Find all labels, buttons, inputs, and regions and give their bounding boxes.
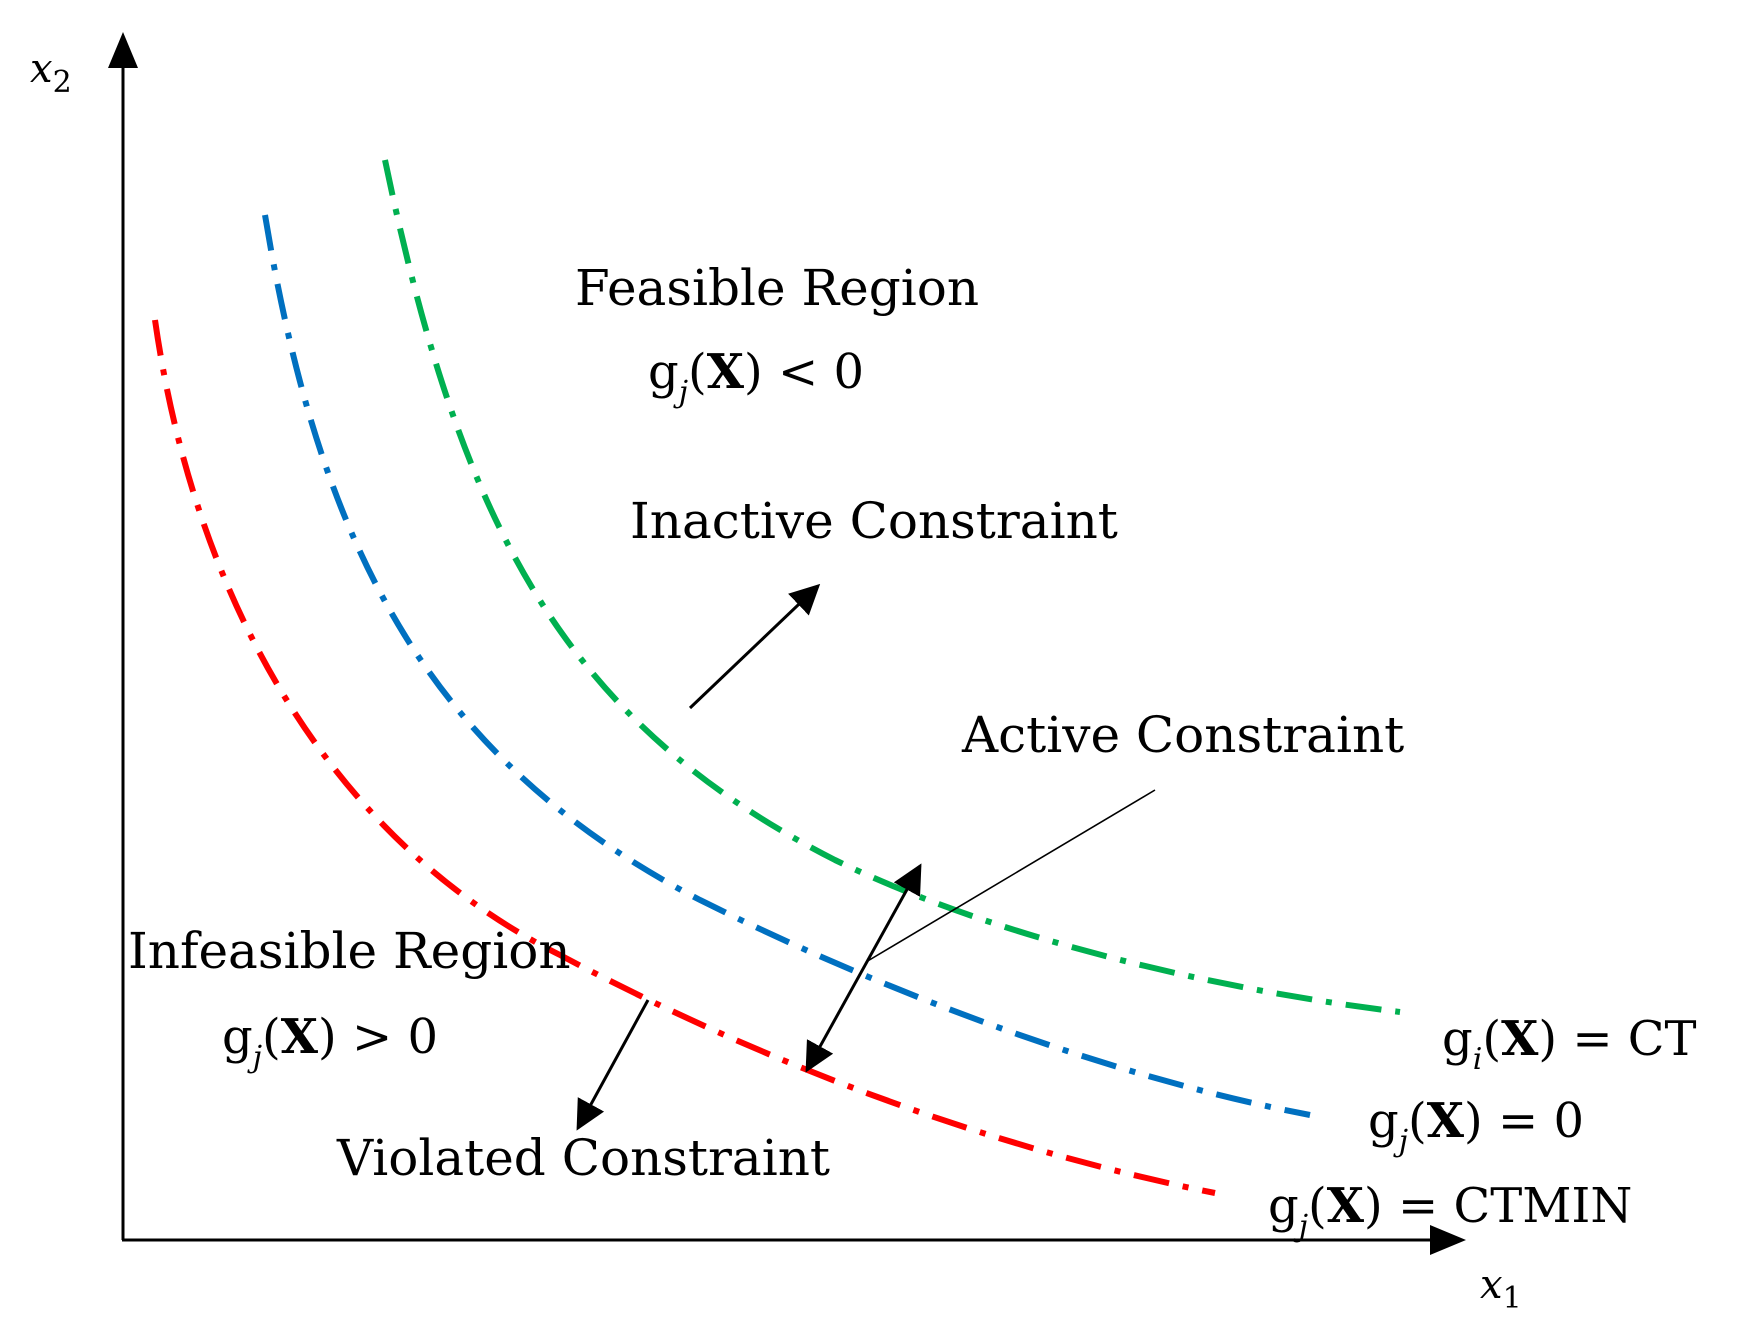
curve-ctmin <box>152 319 1216 1196</box>
active-leader-line <box>865 789 1156 963</box>
curve-label-zero: gj(X) = 0 <box>1368 1093 1584 1159</box>
infeasible-region-condition: gj(X) > 0 <box>222 1009 438 1075</box>
active-constraint-label: Active Constraint <box>961 706 1404 764</box>
inactive-arrow <box>688 583 821 710</box>
axes: x2 x1 <box>30 32 1522 1316</box>
active-double-arrow <box>805 863 922 1073</box>
x-axis-label-main: x <box>1480 1262 1503 1308</box>
x-axis-arrow <box>1430 1225 1466 1255</box>
x-axis-label-sub: 1 <box>1503 1281 1522 1316</box>
curve-zero <box>262 214 1311 1118</box>
infeasible-region-title: Infeasible Region <box>128 922 571 980</box>
feasible-region-condition: gj(X) < 0 <box>648 344 864 410</box>
curve-label-ctmin: gj(X) = CTMIN <box>1268 1178 1632 1244</box>
curve-labels: gi(X) = CT gj(X) = 0 gj(X) = CTMIN <box>1268 1011 1697 1244</box>
infeasible-region: Infeasible Region gj(X) > 0 <box>128 922 571 1075</box>
inactive-constraint-label: Inactive Constraint <box>630 492 1118 550</box>
curve-ct <box>382 159 1401 1015</box>
feasible-region-title: Feasible Region <box>575 259 979 317</box>
violated-arrow <box>576 999 650 1131</box>
y-axis-label-sub: 2 <box>53 65 72 100</box>
y-axis-label: x2 <box>30 46 72 100</box>
curve-label-ct: gi(X) = CT <box>1442 1011 1697 1077</box>
feasible-region: Feasible Region gj(X) < 0 <box>575 259 979 410</box>
x-axis-label: x1 <box>1480 1262 1522 1316</box>
arrows <box>576 583 1156 1131</box>
constraint-curves <box>152 159 1401 1196</box>
y-axis-label-main: x <box>30 46 53 92</box>
y-axis-arrow <box>108 32 138 68</box>
violated-constraint-label: Violated Constraint <box>336 1129 830 1187</box>
